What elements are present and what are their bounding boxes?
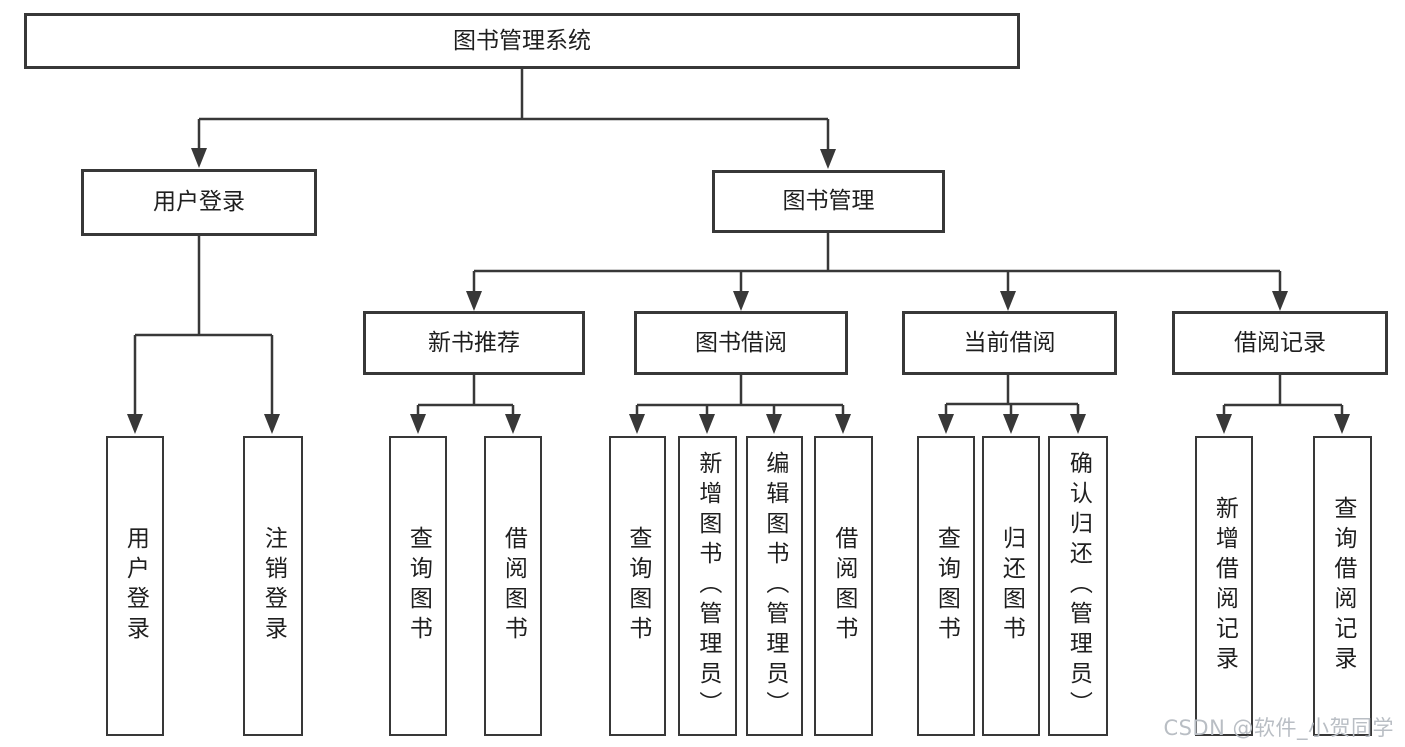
connector-lines bbox=[133, 69, 1344, 419]
arrow-down-icon bbox=[938, 414, 954, 434]
node-label: 新书推荐 bbox=[428, 329, 520, 356]
node-current-borrow: 当前借阅 bbox=[902, 311, 1117, 375]
arrow-down-icon bbox=[410, 414, 426, 434]
arrow-down-icon bbox=[699, 414, 715, 434]
connector-user-login-branch bbox=[133, 236, 274, 419]
node-label: 查询图书 bbox=[624, 526, 651, 646]
leaf-edit-book-admin: 编辑图书（管理员） bbox=[746, 436, 803, 736]
arrow-down-icon bbox=[1216, 414, 1232, 434]
connector-root-to-level2 bbox=[197, 69, 830, 154]
leaf-query-books-recommend: 查询图书 bbox=[389, 436, 447, 736]
arrow-down-icon bbox=[629, 414, 645, 434]
node-label: 借阅图书 bbox=[500, 526, 527, 646]
node-new-book-recommend: 新书推荐 bbox=[363, 311, 585, 375]
node-label: 借阅记录 bbox=[1234, 329, 1326, 356]
node-label: 图书借阅 bbox=[695, 329, 787, 356]
leaf-query-borrow-record: 查询借阅记录 bbox=[1313, 436, 1372, 736]
node-label: 编辑图书（管理员） bbox=[761, 451, 788, 721]
connector-new-book-branch bbox=[416, 375, 515, 419]
node-user-login: 用户登录 bbox=[81, 169, 317, 236]
node-library-management-system: 图书管理系统 bbox=[24, 13, 1020, 69]
leaf-borrow-books: 借阅图书 bbox=[814, 436, 873, 736]
connector-borrow-records-branch bbox=[1222, 375, 1344, 419]
node-label: 新增借阅记录 bbox=[1211, 496, 1238, 676]
leaf-confirm-return-admin: 确认归还（管理员） bbox=[1048, 436, 1108, 736]
arrow-down-icon bbox=[466, 291, 482, 311]
node-borrow-records: 借阅记录 bbox=[1172, 311, 1388, 375]
node-label: 确认归还（管理员） bbox=[1065, 451, 1092, 721]
node-label: 图书管理系统 bbox=[453, 27, 591, 54]
node-book-management: 图书管理 bbox=[712, 170, 945, 233]
arrow-down-icon bbox=[1000, 291, 1016, 311]
node-label: 借阅图书 bbox=[830, 526, 857, 646]
connector-current-borrow-branch bbox=[944, 375, 1080, 419]
arrow-down-icon bbox=[127, 414, 143, 434]
node-label: 用户登录 bbox=[122, 526, 149, 646]
node-label: 注销登录 bbox=[260, 526, 287, 646]
arrow-down-icon bbox=[1334, 414, 1350, 434]
arrow-down-icon bbox=[191, 148, 207, 168]
node-label: 图书管理 bbox=[782, 188, 875, 215]
leaf-user-login: 用户登录 bbox=[106, 436, 164, 736]
arrow-down-icon bbox=[1070, 414, 1086, 434]
leaf-query-books-current: 查询图书 bbox=[917, 436, 975, 736]
arrow-down-icon bbox=[505, 414, 521, 434]
node-label: 当前借阅 bbox=[963, 329, 1056, 356]
arrowheads bbox=[127, 148, 1350, 434]
arrow-down-icon bbox=[733, 291, 749, 311]
leaf-add-book-admin: 新增图书（管理员） bbox=[678, 436, 737, 736]
arrow-down-icon bbox=[835, 414, 851, 434]
leaf-return-books: 归还图书 bbox=[982, 436, 1040, 736]
node-book-borrow: 图书借阅 bbox=[634, 311, 848, 375]
node-label: 查询图书 bbox=[405, 526, 432, 646]
connector-book-management-branch bbox=[472, 233, 1282, 296]
leaf-query-books-borrow: 查询图书 bbox=[609, 436, 666, 736]
node-label: 查询借阅记录 bbox=[1329, 496, 1356, 676]
arrow-down-icon bbox=[766, 414, 782, 434]
node-label: 新增图书（管理员） bbox=[694, 451, 721, 721]
leaf-borrow-books-recommend: 借阅图书 bbox=[484, 436, 542, 736]
node-label: 查询图书 bbox=[933, 526, 960, 646]
arrow-down-icon bbox=[264, 414, 280, 434]
arrow-down-icon bbox=[820, 149, 836, 169]
node-label: 用户登录 bbox=[153, 189, 245, 216]
connector-book-borrow-branch bbox=[635, 375, 845, 419]
node-label: 归还图书 bbox=[998, 526, 1025, 646]
arrow-down-icon bbox=[1003, 414, 1019, 434]
arrow-down-icon bbox=[1272, 291, 1288, 311]
leaf-add-borrow-record: 新增借阅记录 bbox=[1195, 436, 1253, 736]
csdn-watermark: CSDN @软件_小贺同学 bbox=[1163, 716, 1394, 740]
leaf-logout-login: 注销登录 bbox=[243, 436, 303, 736]
